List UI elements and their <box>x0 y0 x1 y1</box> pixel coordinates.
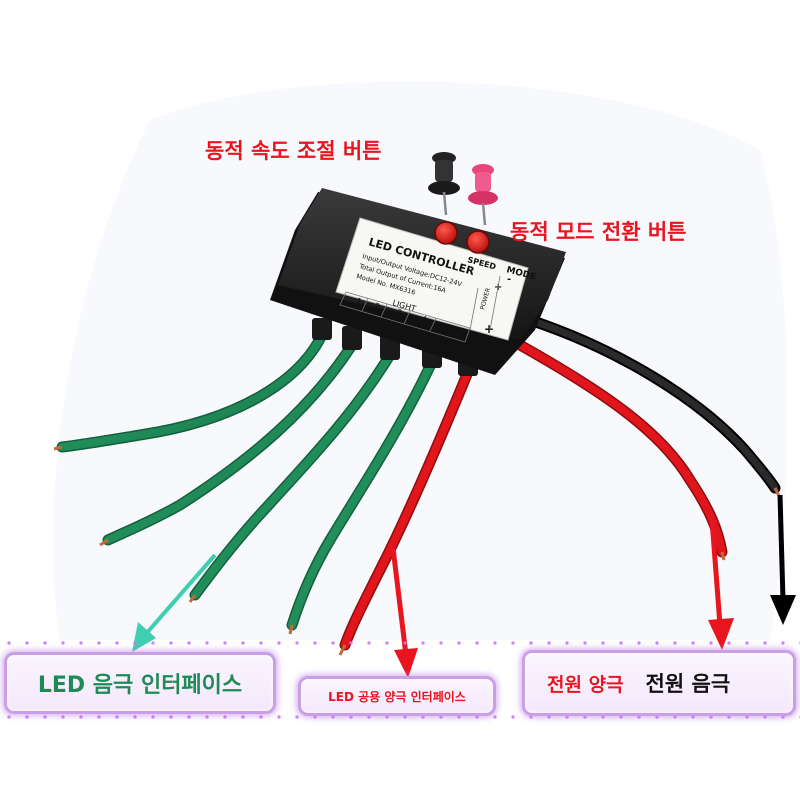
led-controller-box <box>270 188 566 375</box>
channel-2: 2 <box>373 301 380 311</box>
green-wire-1 <box>53 329 328 453</box>
channel-1: 1 <box>355 296 362 306</box>
red-arrow-common-icon <box>390 547 418 678</box>
power-negative-label: 전원 음극 <box>645 672 731 696</box>
power-minus: - <box>507 274 511 285</box>
red-wire-common <box>338 366 474 656</box>
black-wire-power <box>524 314 781 497</box>
mode-button-callout: 동적 모드 전환 버튼 <box>510 220 687 244</box>
speed-button-cap[interactable] <box>434 221 458 245</box>
led-cathode-label: LED 음극 인터페이스 <box>37 673 243 698</box>
red-arrow-power-icon <box>708 519 734 650</box>
led-common-anode-label-box: LED 공용 양극 인터페이스 <box>298 676 496 716</box>
power-positive-label: 전원 양극 <box>547 673 624 696</box>
channel-3: 3 <box>395 307 402 317</box>
pink-push-pin-icon <box>468 164 498 226</box>
black-arrow-power-icon <box>770 494 796 625</box>
green-wire-4 <box>286 356 438 635</box>
led-common-anode-label: LED 공용 양극 인터페이스 <box>328 689 466 704</box>
mode-button-cap[interactable] <box>466 230 490 254</box>
black-push-pin-icon <box>428 152 460 216</box>
speed-button-callout: 동적 속도 조절 버튼 <box>205 139 382 163</box>
green-wire-3 <box>188 349 396 603</box>
power-label-box: 전원 양극 전원 음극 <box>522 650 796 716</box>
led-cathode-label-box: LED 음극 인터페이스 <box>4 652 276 714</box>
decorative-dots-bottom <box>0 714 800 720</box>
decorative-dots-top <box>0 640 800 646</box>
green-wire-2 <box>99 339 358 547</box>
channel-4: 4 <box>420 314 427 324</box>
power-plus-lower: + <box>484 322 494 336</box>
